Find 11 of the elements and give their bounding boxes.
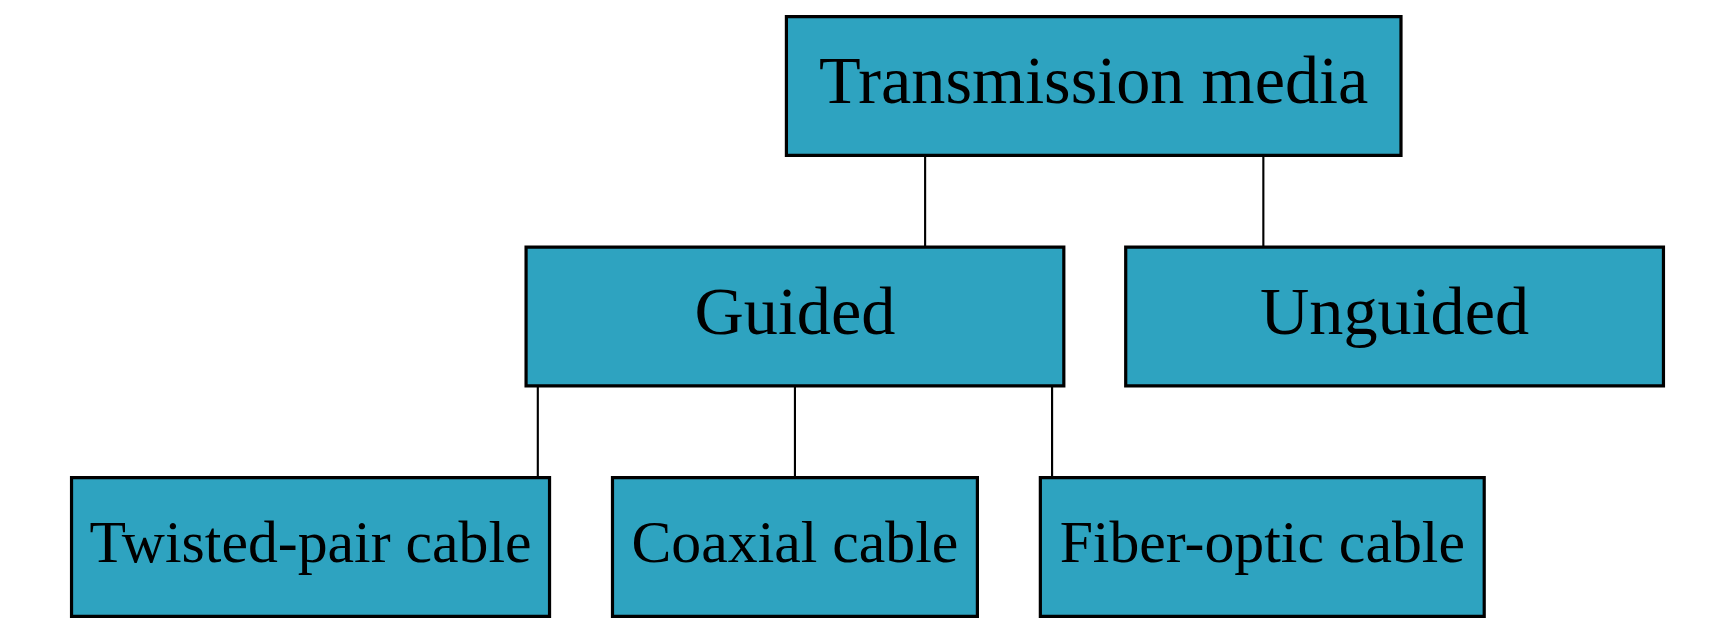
node-box: Coaxial cable xyxy=(610,476,979,618)
node-box: Twisted-pair cable xyxy=(69,476,552,618)
connector xyxy=(1262,155,1265,247)
node-box: Guided xyxy=(524,245,1066,388)
connector xyxy=(924,155,927,247)
connector xyxy=(536,386,539,478)
connector xyxy=(1051,386,1054,478)
node-box: Unguided xyxy=(1124,245,1666,388)
node-box: Fiber-optic cable xyxy=(1038,476,1486,618)
connector xyxy=(793,386,796,478)
node-box: Transmission media xyxy=(784,15,1403,157)
